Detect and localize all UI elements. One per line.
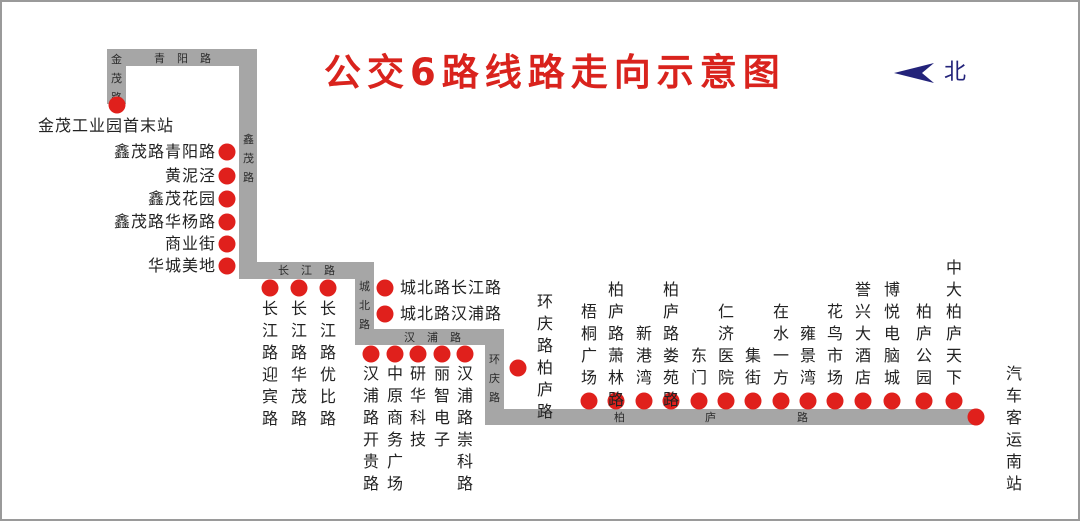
road-label-changjiang: 长江路 xyxy=(278,264,347,277)
stop-dot-23[interactable] xyxy=(690,392,708,410)
road-xinmao xyxy=(239,49,257,279)
road-huanqing xyxy=(485,329,504,425)
road-label-qingyang: 青阳路 xyxy=(154,52,223,65)
stop-dot-33[interactable] xyxy=(967,408,985,426)
stop-label-29: 誉兴大酒店 xyxy=(854,280,871,387)
road-label-xinmao: 鑫茂路 xyxy=(243,133,254,184)
stop-dot-18[interactable] xyxy=(509,359,527,377)
stop-dot-4[interactable] xyxy=(218,190,236,208)
road-label-huanqing: 环庆路 xyxy=(489,353,500,404)
stop-dot-11[interactable] xyxy=(376,279,394,297)
road-qingyang xyxy=(107,49,257,66)
stop-dot-13[interactable] xyxy=(362,345,380,363)
stop-dot-28[interactable] xyxy=(826,392,844,410)
stop-label-9: 长江路华茂路 xyxy=(290,299,307,428)
map-title: 公交6路线路走向示意图 xyxy=(324,51,786,94)
road-chengbei xyxy=(355,262,374,345)
road-label-hanpu: 汉浦路 xyxy=(404,331,473,344)
stop-dot-12[interactable] xyxy=(376,305,394,323)
road-changjiang xyxy=(239,262,374,279)
stop-label-25: 集街 xyxy=(744,346,761,387)
stop-dot-16[interactable] xyxy=(433,345,451,363)
road-label-bailu-2: 庐 xyxy=(705,411,716,424)
north-arrow-icon xyxy=(894,63,934,83)
stop-label-2: 鑫茂路青阳路 xyxy=(113,142,216,161)
stop-label-21: 新港湾 xyxy=(635,324,652,387)
stop-dot-1[interactable] xyxy=(108,96,126,114)
stop-label-31: 柏庐公园 xyxy=(915,302,932,387)
stop-dot-6[interactable] xyxy=(218,235,236,253)
compass: 北 xyxy=(894,62,966,84)
road-hanpu xyxy=(355,329,504,345)
stop-label-14: 中原商务广场 xyxy=(386,364,403,493)
stop-label-11: 城北路长江路 xyxy=(400,278,503,297)
stop-label-13: 汉浦路开贵路 xyxy=(362,364,379,493)
stop-dot-7[interactable] xyxy=(218,257,236,275)
stop-label-18: 环庆路柏庐路 xyxy=(536,292,553,421)
stop-dot-31[interactable] xyxy=(915,392,933,410)
stop-label-27: 雍景湾 xyxy=(799,324,816,387)
stop-label-16: 丽智电子 xyxy=(433,364,450,449)
stop-label-7: 华城美地 xyxy=(147,256,216,275)
stop-dot-10[interactable] xyxy=(319,279,337,297)
road-label-bailu-1: 柏 xyxy=(614,411,625,424)
stop-label-24: 仁济医院 xyxy=(717,302,734,387)
stop-label-3: 黄泥泾 xyxy=(164,166,216,185)
stop-dot-3[interactable] xyxy=(218,167,236,185)
stop-dot-26[interactable] xyxy=(772,392,790,410)
road-label-chengbei: 城北路 xyxy=(359,280,370,331)
stop-label-30: 博悦电脑城 xyxy=(883,280,900,387)
stop-label-28: 花鸟市场 xyxy=(826,302,843,387)
stop-dot-32[interactable] xyxy=(945,392,963,410)
stop-dot-25[interactable] xyxy=(744,392,762,410)
stop-label-33: 汽车客运南站 xyxy=(1005,364,1022,493)
stop-dot-5[interactable] xyxy=(218,213,236,231)
stop-dot-22[interactable] xyxy=(662,392,680,410)
stop-label-23: 东门 xyxy=(690,346,707,387)
stop-dot-24[interactable] xyxy=(717,392,735,410)
stop-label-1: 金茂工业园首末站 xyxy=(38,116,175,135)
stop-dot-2[interactable] xyxy=(218,143,236,161)
stop-dot-19[interactable] xyxy=(580,392,598,410)
stop-dot-27[interactable] xyxy=(799,392,817,410)
stop-label-5: 鑫茂路华杨路 xyxy=(113,212,216,231)
road-label-bailu-3: 路 xyxy=(797,411,808,424)
compass-label: 北 xyxy=(944,60,967,85)
stop-dot-14[interactable] xyxy=(386,345,404,363)
stop-dot-17[interactable] xyxy=(456,345,474,363)
stop-label-8: 长江路迎宾路 xyxy=(261,299,278,428)
stop-dot-20[interactable] xyxy=(607,392,625,410)
stop-dot-21[interactable] xyxy=(635,392,653,410)
stop-label-20: 柏庐路萧林路 xyxy=(607,280,624,409)
stop-dot-29[interactable] xyxy=(854,392,872,410)
stop-label-17: 汉浦路崇科路 xyxy=(456,364,473,493)
road-bailu xyxy=(485,409,977,425)
stop-label-12: 城北路汉浦路 xyxy=(400,304,503,323)
stop-label-22: 柏庐路娄苑路 xyxy=(662,280,679,409)
stop-dot-30[interactable] xyxy=(883,392,901,410)
stop-label-6: 商业街 xyxy=(164,234,216,253)
stop-label-19: 梧桐广场 xyxy=(580,302,597,387)
stop-label-15: 研华科技 xyxy=(409,364,426,449)
stop-label-4: 鑫茂花园 xyxy=(147,189,216,208)
stop-label-26: 在水一方 xyxy=(772,302,789,387)
stop-label-32: 中大柏庐天下 xyxy=(945,258,962,387)
stop-dot-8[interactable] xyxy=(261,279,279,297)
stop-dot-15[interactable] xyxy=(409,345,427,363)
stop-label-10: 长江路优比路 xyxy=(319,299,336,428)
stop-dot-9[interactable] xyxy=(290,279,308,297)
